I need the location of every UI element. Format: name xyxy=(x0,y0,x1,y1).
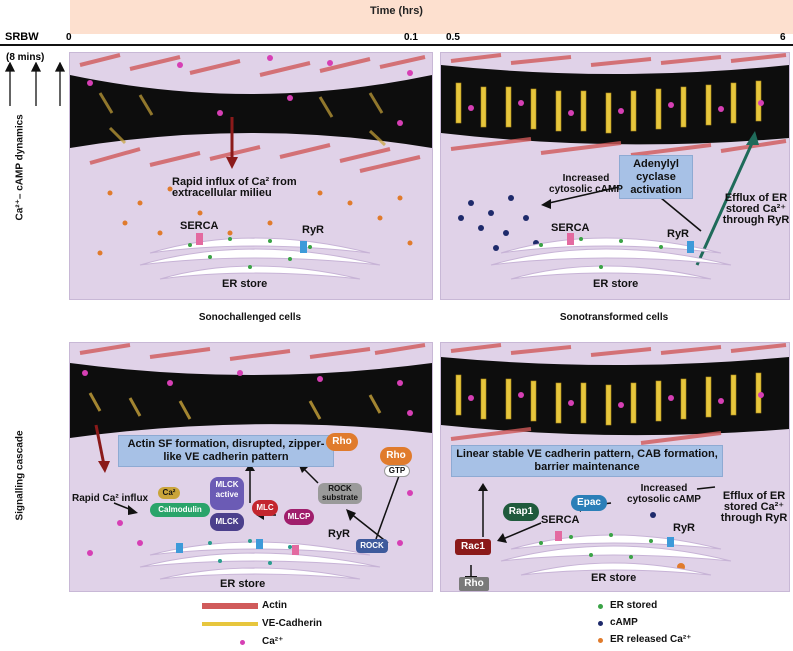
row-label-bottom: Signalling cascade xyxy=(14,430,26,521)
legend-ca: Ca²⁺ xyxy=(262,636,284,647)
tr-efflux-label: Efflux of ER stored Ca²⁺ through RyR xyxy=(722,192,790,226)
tick-6: 6 xyxy=(780,32,786,43)
legend-vecadherin-icon xyxy=(202,622,258,626)
tl-serca-label: SERCA xyxy=(180,220,219,232)
legend-camp: cAMP xyxy=(610,617,638,628)
bl-gtp-pill: GTP xyxy=(384,465,410,477)
bl-ryr-label: RyR xyxy=(328,528,351,540)
bl-actin-box: Actin SF formation, disrupted, zipper-li… xyxy=(118,435,334,467)
br-svg xyxy=(441,343,789,578)
bl-mlcp-pill: MLCP xyxy=(284,509,314,525)
br-epac-pill: Epac xyxy=(571,495,607,511)
tick-0-5: 0.5 xyxy=(446,32,460,43)
srbw-duration: (8 mins) xyxy=(6,52,45,63)
br-serca-label: SERCA xyxy=(541,514,580,526)
br-er-label: ER store xyxy=(591,572,637,584)
bl-mlck-pill: MLCK xyxy=(210,513,244,531)
br-linear-box: Linear stable VE cadherin pattern, CAB f… xyxy=(451,445,723,477)
legend-er-stored-dot xyxy=(598,604,603,609)
legend-actin-icon xyxy=(202,603,258,609)
br-ryr-label: RyR xyxy=(673,522,696,534)
tr-serca-label: SERCA xyxy=(551,222,590,234)
tl-er-label: ER store xyxy=(222,278,268,290)
row-label-top: Ca²⁺– cAMP dynamics xyxy=(14,114,26,221)
membrane-svg xyxy=(70,53,432,280)
tr-er-label: ER store xyxy=(593,278,639,290)
bl-mlc-pill: MLC xyxy=(252,500,278,516)
tick-0-1: 0.1 xyxy=(404,32,418,43)
bl-influx-label: Rapid Ca² influx xyxy=(72,493,149,504)
legend-vecadherin: VE-Cadherin xyxy=(262,618,323,629)
bl-rock-substrate-pill: ROCK substrate xyxy=(318,483,362,504)
time-title: Time (hrs) xyxy=(370,5,423,17)
caption-right: Sonotransformed cells xyxy=(559,312,669,323)
legend-ca-dot xyxy=(240,640,245,645)
legend-er-stored: ER stored xyxy=(610,600,658,611)
bl-er-label: ER store xyxy=(220,578,266,590)
tr-camp-label: Increased cytosolic cAMP xyxy=(549,173,623,195)
time-bar xyxy=(70,0,793,34)
legend-camp-dot xyxy=(598,621,603,626)
br-rap1-pill: Rap1 xyxy=(503,503,539,521)
tl-ryr-label: RyR xyxy=(302,224,325,236)
legend-er-released: ER released Ca²⁺ xyxy=(610,634,692,645)
bl-rock-pill: ROCK xyxy=(356,539,388,553)
tr-ryr-label: RyR xyxy=(667,228,690,240)
tick-0: 0 xyxy=(66,32,72,43)
tr-adenylyl-box: Adenylyl cyclase activation xyxy=(619,155,693,199)
panel-sonochallenged-ca: Rapid influx of Ca² from extracellular m… xyxy=(69,52,433,300)
bl-rho-pill-2: Rho xyxy=(380,447,412,465)
br-efflux-label: Efflux of ER stored Ca²⁺ through RyR xyxy=(720,490,788,524)
srbw-arrows-icon xyxy=(4,62,66,106)
bl-calmodulin-pill: Calmodulin xyxy=(150,503,210,517)
bl-ca-pill: Ca² xyxy=(158,487,180,499)
caption-left: Sonochallenged cells xyxy=(198,312,302,323)
bl-rho-pill-1: Rho xyxy=(326,433,358,451)
srbw-label: SRBW xyxy=(5,31,39,43)
bl-mlck-active-pill: MLCK active xyxy=(210,477,244,510)
panel-sonotransformed-ca: Adenylyl cyclase activation Increased cy… xyxy=(440,52,790,300)
bl-svg xyxy=(70,343,432,580)
br-camp-label: Increased cytosolic cAMP xyxy=(627,483,701,505)
panel-sonotransformed-signal: Linear stable VE cadherin pattern, CAB f… xyxy=(440,342,790,592)
tr-svg xyxy=(441,53,789,280)
tl-influx-label: Rapid influx of Ca² from extracellular m… xyxy=(172,176,297,199)
br-rac1-pill: Rac1 xyxy=(455,539,491,555)
br-rho-pill: Rho xyxy=(459,577,489,591)
time-axis-line xyxy=(0,44,793,46)
panel-sonochallenged-signal: Actin SF formation, disrupted, zipper-li… xyxy=(69,342,433,592)
legend-actin: Actin xyxy=(262,600,287,611)
legend-er-released-dot xyxy=(598,638,603,643)
